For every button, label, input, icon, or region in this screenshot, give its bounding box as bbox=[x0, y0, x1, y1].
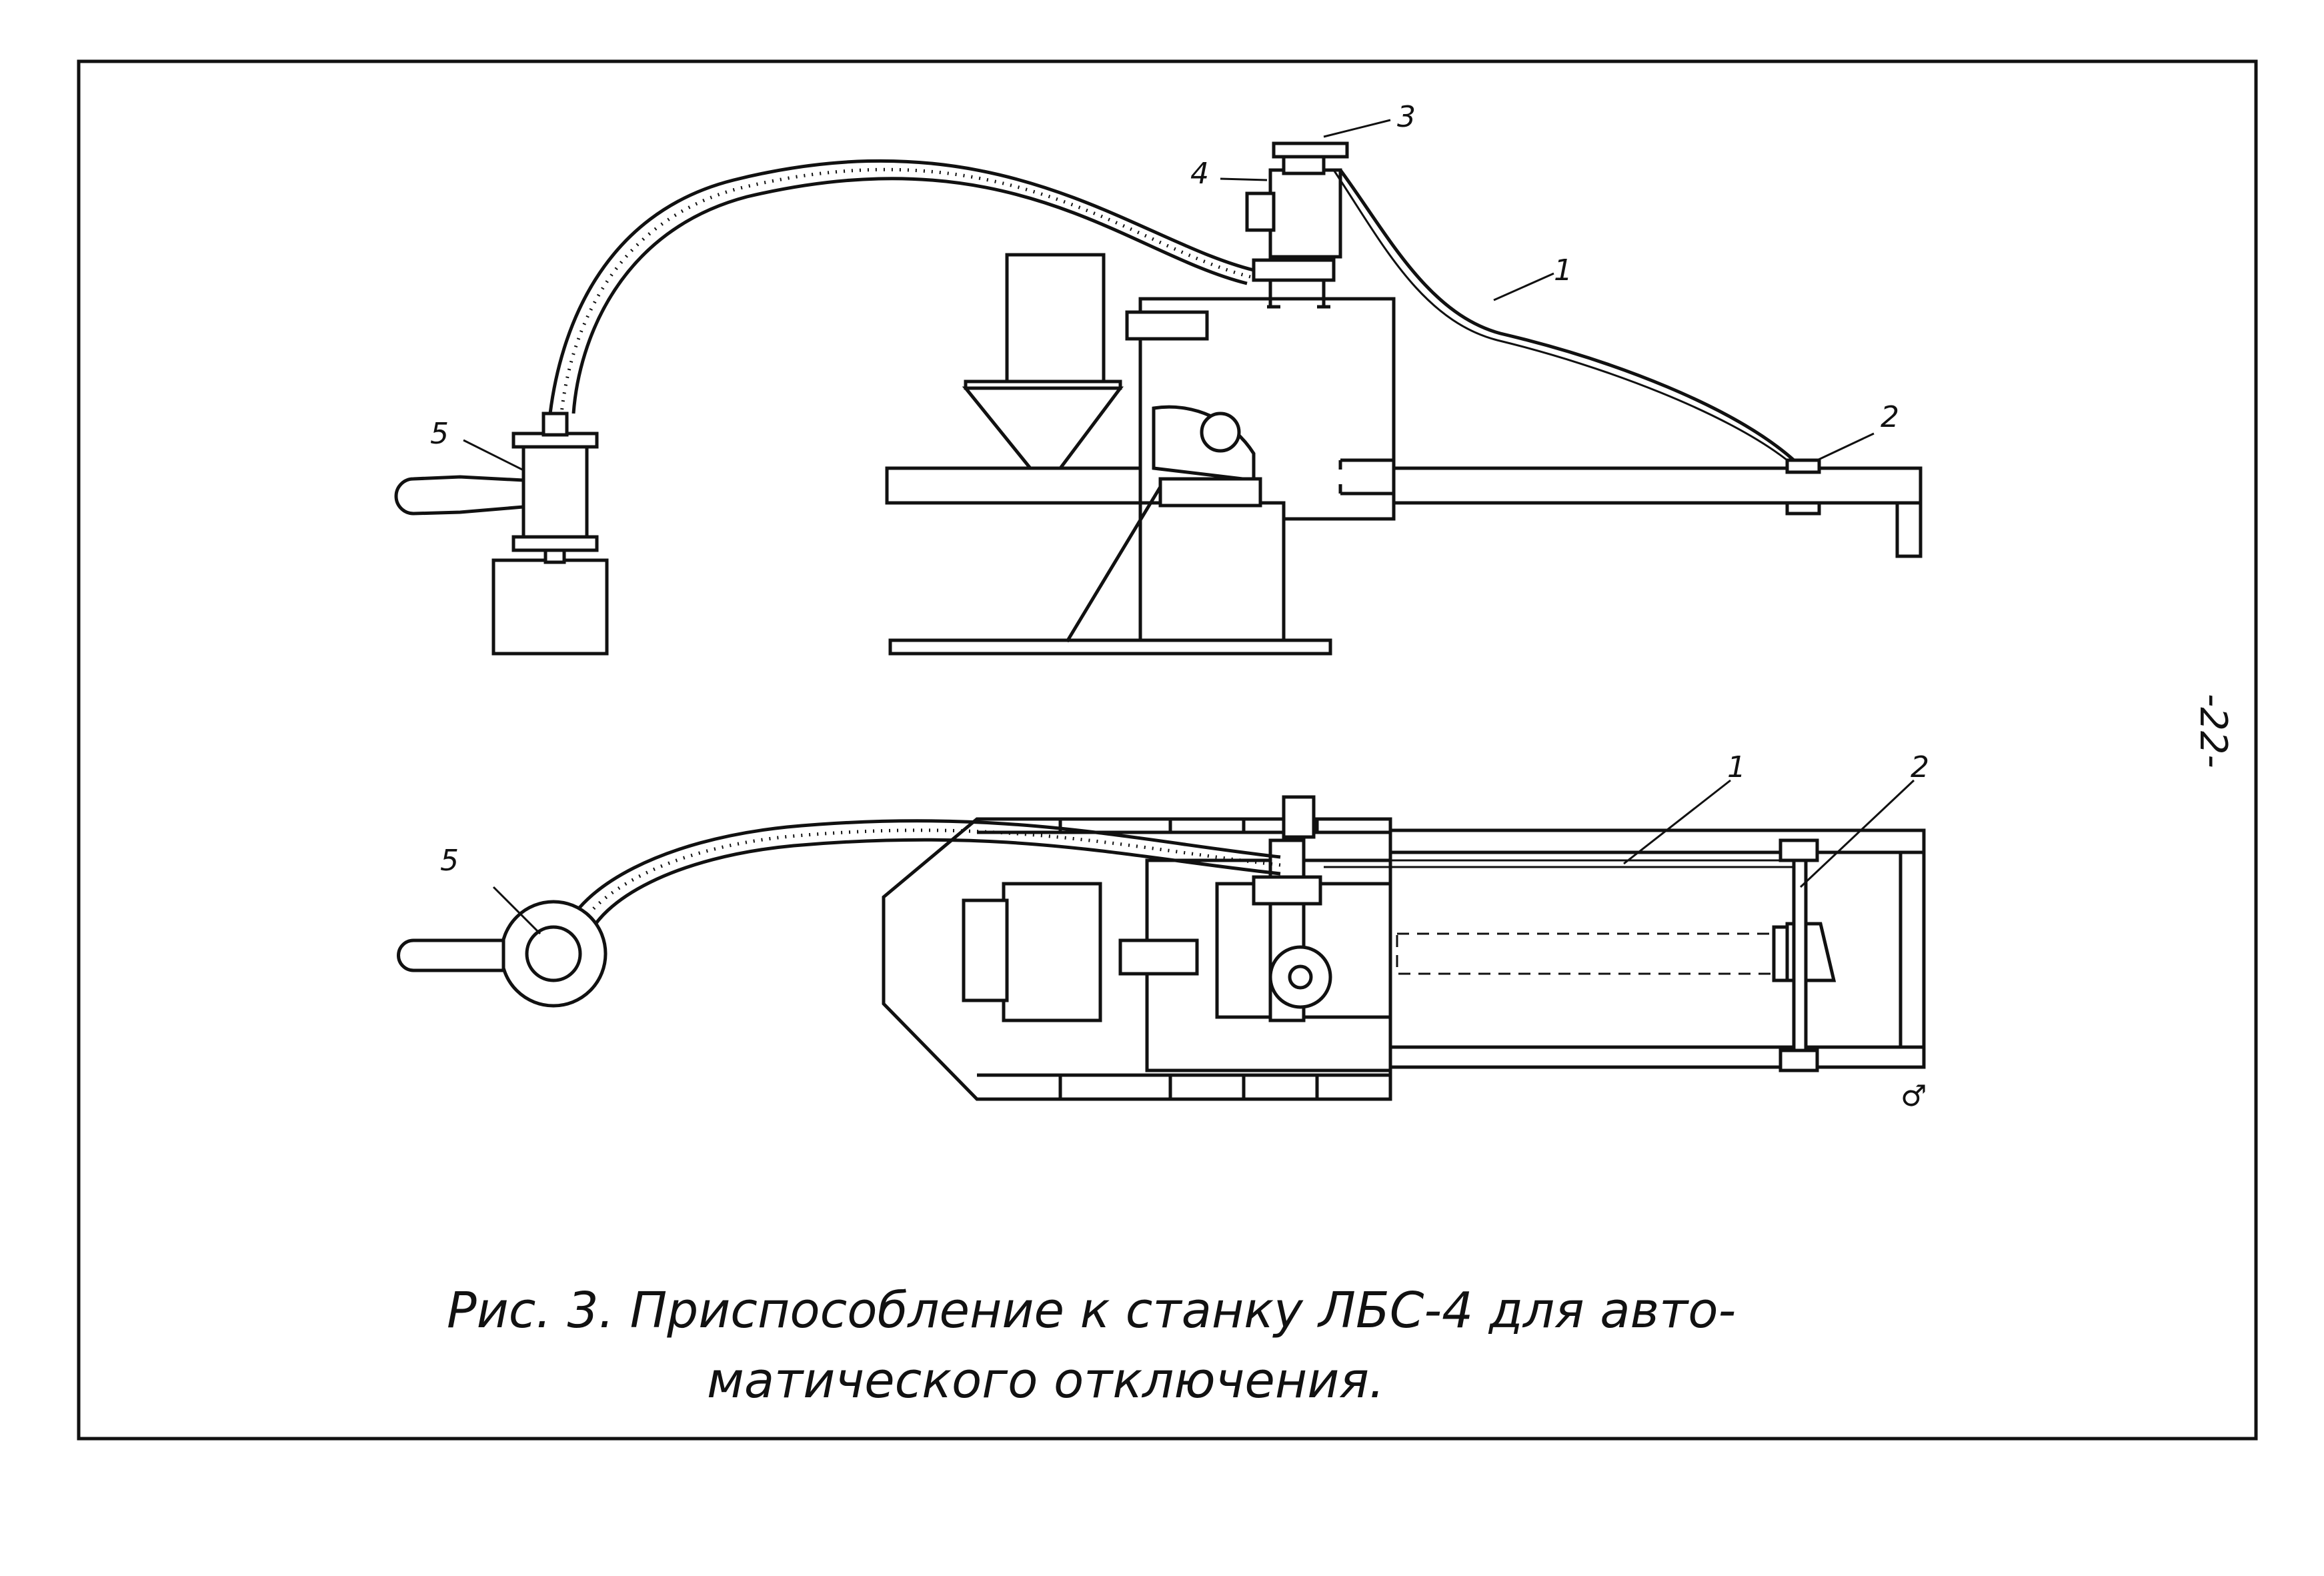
top-motor-cap bbox=[962, 898, 1009, 1002]
switch-mount bbox=[1252, 258, 1336, 282]
switch-side bbox=[1245, 191, 1276, 232]
support-strut bbox=[1065, 486, 1162, 643]
air-hose-inner bbox=[571, 177, 1248, 414]
switch-body bbox=[1268, 168, 1342, 259]
label-1: 1 bbox=[1554, 253, 1572, 287]
top-motor bbox=[1002, 882, 1102, 1022]
body-slots bbox=[1338, 458, 1394, 496]
label-5-top: 5 bbox=[440, 844, 459, 878]
sensor-cable-inner bbox=[1332, 169, 1788, 462]
rail-frame bbox=[1388, 828, 1926, 1069]
base-plate bbox=[888, 638, 1332, 656]
hopper bbox=[962, 386, 1124, 470]
corner-mark: ♂ bbox=[1901, 1079, 1927, 1113]
saw-hub bbox=[1200, 412, 1241, 453]
stop-top bbox=[1779, 838, 1819, 862]
top-view: 1 2 5 ♂ bbox=[397, 750, 1929, 1113]
top-hose-texture bbox=[573, 828, 1281, 938]
top-cable bbox=[1324, 859, 1794, 868]
support-column bbox=[1138, 501, 1286, 642]
table-bar bbox=[885, 466, 1923, 505]
clamp-end bbox=[1772, 925, 1789, 982]
end-leg bbox=[1895, 501, 1923, 558]
label-2: 2 bbox=[1881, 400, 1899, 434]
shaft-coupling bbox=[1125, 310, 1209, 341]
top-shaft bbox=[1118, 938, 1199, 976]
drawing-frame bbox=[77, 59, 2258, 1441]
air-hose-texture bbox=[559, 167, 1251, 414]
handle bbox=[394, 475, 525, 516]
side-view: 3 4 1 2 5 bbox=[394, 100, 1923, 656]
label-1-top: 1 bbox=[1727, 750, 1746, 784]
leader-lines-side bbox=[463, 119, 1875, 472]
top-hose-inner bbox=[585, 838, 1281, 941]
caption-line-2: матического отключения. bbox=[707, 1352, 1384, 1409]
label-3: 3 bbox=[1397, 100, 1416, 134]
leader-lines-top bbox=[492, 779, 1915, 935]
sensor-block bbox=[1785, 458, 1821, 474]
air-hose bbox=[548, 159, 1254, 414]
page-number: -22- bbox=[2191, 694, 2235, 768]
stop-bar bbox=[1792, 842, 1808, 1066]
switch-top-view bbox=[1282, 795, 1316, 839]
label-2-top: 2 bbox=[1911, 750, 1929, 784]
housing-strips bbox=[977, 819, 1390, 1099]
switch-top bbox=[1272, 141, 1349, 159]
workpiece bbox=[1396, 932, 1775, 975]
counterweight-stem bbox=[543, 548, 566, 564]
pneumatic-cylinder bbox=[521, 438, 589, 549]
caption-line-1: Рис. 3. Приспособление к станку ЛБС-4 дл… bbox=[447, 1282, 1736, 1339]
top-handle bbox=[397, 938, 505, 972]
stop-bottom bbox=[1779, 1048, 1819, 1072]
cylinder-round-inner bbox=[525, 925, 582, 982]
cylinder-neck bbox=[541, 412, 569, 437]
saw-wheel-hub bbox=[1288, 964, 1313, 990]
sensor-cable bbox=[1338, 169, 1795, 462]
sensor-block-lower bbox=[1785, 501, 1821, 516]
counterweight bbox=[491, 558, 609, 656]
cylinder-bottom bbox=[511, 535, 599, 552]
top-hose bbox=[561, 819, 1281, 934]
switch-brackets bbox=[1267, 280, 1330, 309]
label-4: 4 bbox=[1190, 157, 1209, 191]
motor bbox=[1005, 253, 1106, 383]
roller bbox=[1158, 477, 1262, 508]
saw-clamp bbox=[1252, 875, 1322, 906]
label-5: 5 bbox=[430, 417, 449, 451]
